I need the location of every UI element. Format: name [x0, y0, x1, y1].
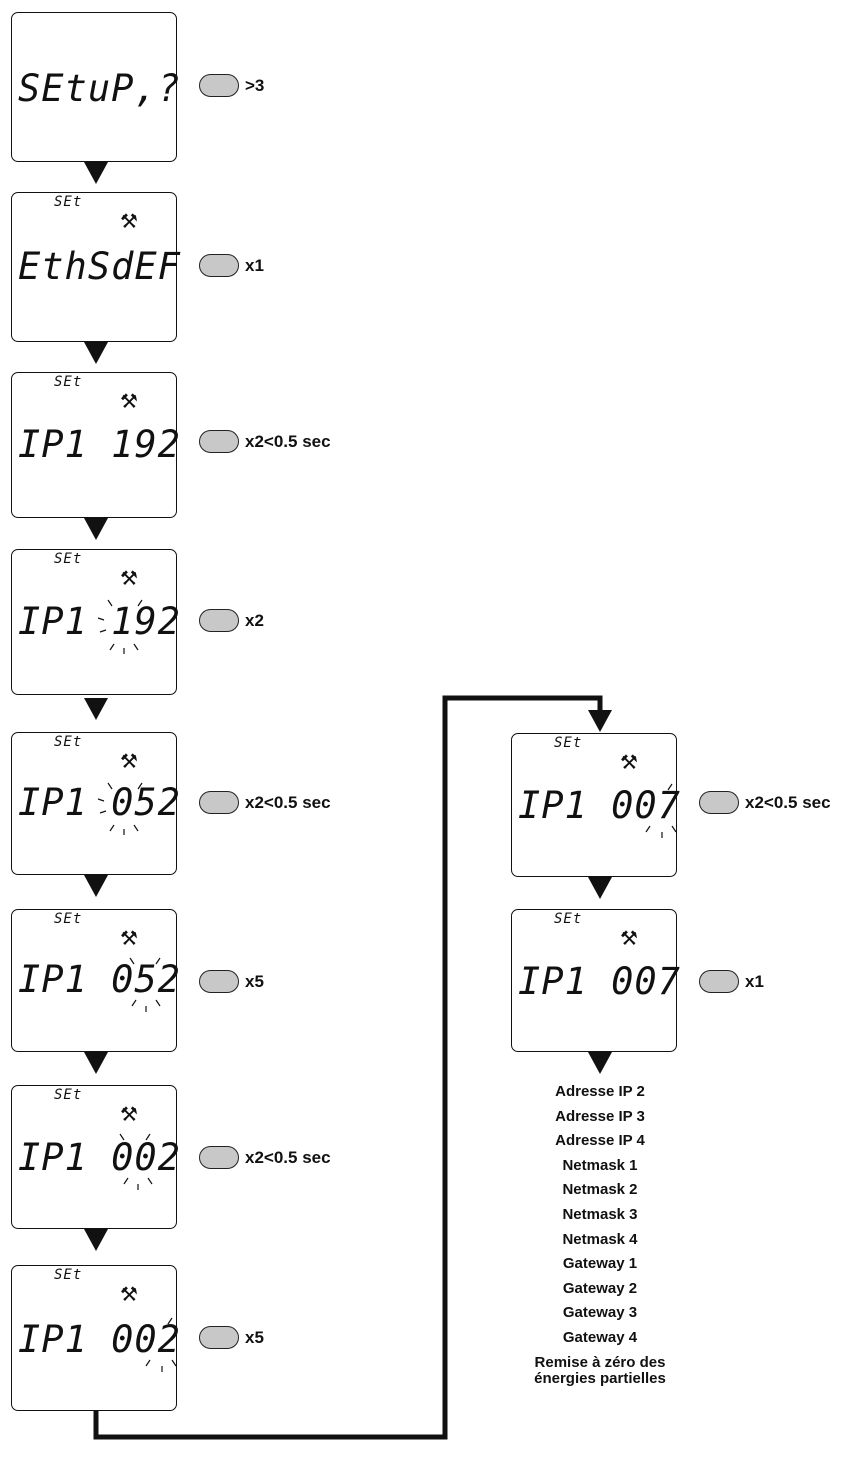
lcd-screen-ip1-002: SEt ⚒ IP1 002 — [11, 1085, 181, 1229]
blink-rays — [97, 782, 143, 835]
next-steps-list: Adresse IP 2 Adresse IP 3 Adresse IP 4 N… — [520, 1080, 680, 1387]
lcd-screen-ip1-192-blink: SEt ⚒ IP1 192 — [11, 549, 181, 695]
set-indicator: SEt — [554, 735, 583, 751]
key-button[interactable] — [199, 74, 239, 97]
button-step-10[interactable]: x1 — [699, 970, 764, 993]
down-arrow — [84, 1229, 108, 1251]
list-item: Gateway 2 — [562, 1279, 638, 1297]
list-item: Adresse IP 4 — [555, 1132, 645, 1150]
list-item: Gateway 4 — [562, 1328, 638, 1346]
key-button[interactable] — [199, 430, 239, 453]
lcd-value: IP1 192 — [18, 600, 181, 643]
press-count: x1 — [245, 255, 264, 275]
key-button[interactable] — [199, 791, 239, 814]
lcd-screen-setup: SEtuP,? — [11, 12, 181, 162]
set-indicator: SEt — [54, 734, 83, 750]
press-count: x2<0.5 sec — [245, 1147, 331, 1167]
blink-rays — [645, 783, 677, 838]
list-item: Netmask 3 — [562, 1205, 638, 1223]
list-item: Gateway 3 — [562, 1304, 638, 1322]
list-item: Netmask 4 — [562, 1230, 638, 1248]
down-arrow — [84, 698, 108, 720]
set-indicator: SEt — [54, 1087, 83, 1103]
down-arrow — [84, 162, 108, 184]
down-arrow — [84, 518, 108, 540]
key-button[interactable] — [699, 791, 739, 814]
tool-icon: ⚒ — [120, 566, 138, 590]
key-button[interactable] — [699, 970, 739, 993]
lcd-value: IP1 007 — [518, 960, 681, 1003]
button-step-2[interactable]: x1 — [199, 254, 264, 277]
tool-icon: ⚒ — [120, 209, 138, 233]
key-button[interactable] — [199, 609, 239, 632]
set-indicator: SEt — [54, 374, 83, 390]
tool-icon: ⚒ — [120, 1282, 138, 1306]
button-step-6[interactable]: x5 — [199, 970, 264, 993]
list-item: Gateway 1 — [562, 1255, 638, 1273]
tool-icon: ⚒ — [620, 750, 638, 774]
lcd-value: EthSdEF — [18, 245, 181, 288]
lcd-screen-ip1-192: SEt ⚒ IP1 192 — [11, 372, 181, 518]
list-item: Netmask 1 — [562, 1156, 638, 1174]
list-item: Netmask 2 — [562, 1181, 638, 1199]
key-button[interactable] — [199, 1146, 239, 1169]
press-count: x2<0.5 sec — [245, 792, 331, 812]
lcd-screen-ip1-002-digit: SEt ⚒ IP1 002 — [11, 1265, 181, 1411]
press-count: x1 — [745, 971, 764, 991]
down-arrow — [84, 342, 108, 364]
set-indicator: SEt — [554, 911, 583, 927]
lcd-screen-ip1-007: SEt ⚒ IP1 007 — [511, 909, 681, 1052]
tool-icon: ⚒ — [120, 1102, 138, 1126]
connector-arrowhead — [588, 710, 612, 732]
blink-rays — [145, 1317, 177, 1372]
button-step-1[interactable]: >3 — [199, 74, 264, 97]
button-step-5[interactable]: x2<0.5 sec — [199, 791, 331, 814]
press-count: x2<0.5 sec — [245, 431, 331, 451]
lcd-value: IP1 007 — [518, 784, 681, 827]
key-button[interactable] — [199, 970, 239, 993]
button-step-8[interactable]: x5 — [199, 1326, 264, 1349]
tool-icon: ⚒ — [620, 926, 638, 950]
down-arrow — [588, 877, 612, 899]
lcd-value: IP1 192 — [18, 423, 181, 466]
button-step-4[interactable]: x2 — [199, 609, 264, 632]
tool-icon: ⚒ — [120, 389, 138, 413]
key-button[interactable] — [199, 254, 239, 277]
press-count: x5 — [245, 1327, 264, 1347]
down-arrow — [84, 1052, 108, 1074]
press-count: x2 — [245, 610, 264, 630]
list-item: Adresse IP 3 — [555, 1107, 645, 1125]
set-indicator: SEt — [54, 551, 83, 567]
blink-rays — [119, 1133, 153, 1190]
press-count: >3 — [245, 75, 265, 95]
lcd-value: IP1 052 — [18, 781, 181, 824]
list-item: énergies partielles — [534, 1369, 666, 1387]
press-count: x5 — [245, 971, 264, 991]
button-step-7[interactable]: x2<0.5 sec — [199, 1146, 331, 1169]
lcd-value: SEtuP,? — [18, 67, 181, 110]
key-button[interactable] — [199, 1326, 239, 1349]
down-arrow — [84, 875, 108, 897]
tool-icon: ⚒ — [120, 926, 138, 950]
lcd-screen-ethsdef: SEt ⚒ EthSdEF — [11, 192, 181, 342]
blink-rays — [129, 957, 161, 1012]
down-arrow — [588, 1052, 612, 1074]
set-indicator: SEt — [54, 911, 83, 927]
list-item: Adresse IP 2 — [555, 1083, 645, 1100]
lcd-screen-ip1-052: SEt ⚒ IP1 052 — [11, 732, 181, 875]
lcd-screen-ip1-052-digit: SEt ⚒ IP1 052 — [11, 909, 181, 1052]
lcd-value: IP1 002 — [18, 1136, 181, 1179]
button-step-3[interactable]: x2<0.5 sec — [199, 430, 331, 453]
blink-rays — [97, 599, 143, 654]
list-item: Remise à zéro des — [534, 1353, 666, 1371]
set-indicator: SEt — [54, 194, 83, 210]
lcd-screen-ip1-007-blink: SEt ⚒ IP1 007 — [511, 733, 681, 877]
lcd-value: IP1 052 — [18, 958, 181, 1001]
press-count: x2<0.5 sec — [745, 792, 831, 812]
set-indicator: SEt — [54, 1267, 83, 1283]
lcd-value: IP1 002 — [18, 1318, 181, 1361]
button-step-9[interactable]: x2<0.5 sec — [699, 791, 831, 814]
tool-icon: ⚒ — [120, 749, 138, 773]
